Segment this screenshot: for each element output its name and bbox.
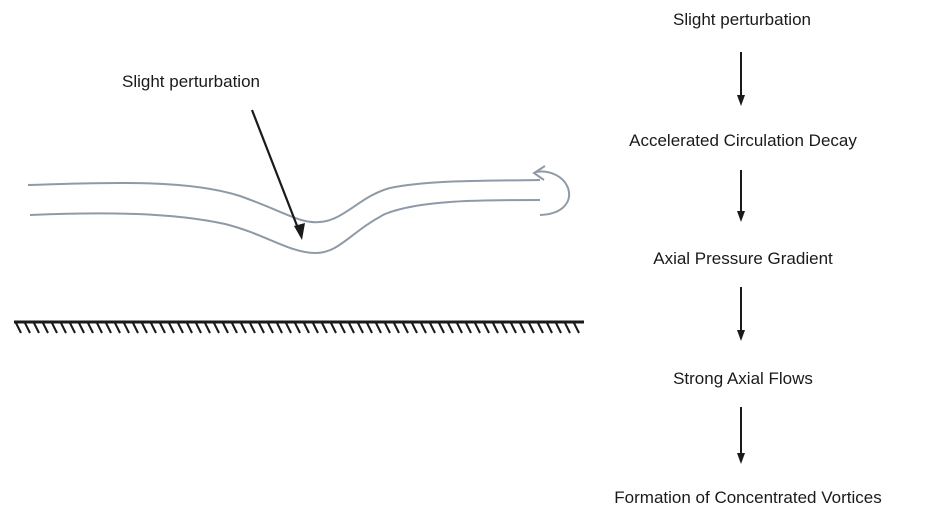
vortex-tube-lower-line — [29, 199, 541, 255]
hatch-mark — [546, 322, 553, 334]
hatch-mark — [357, 322, 364, 334]
hatch-mark — [510, 322, 517, 334]
hatch-mark — [564, 322, 571, 334]
hatch-mark — [474, 322, 481, 334]
hatch-mark — [276, 322, 283, 334]
hatch-mark — [141, 322, 148, 334]
hatch-mark — [24, 322, 31, 334]
hatch-mark — [240, 322, 247, 334]
hatch-mark — [69, 322, 76, 334]
hatch-mark — [420, 322, 427, 334]
hatch-mark — [483, 322, 490, 334]
hatch-mark — [312, 322, 319, 334]
flowchart-step-5: Formation of Concentrated Vortices — [614, 488, 882, 507]
flowchart-arrow-4 — [737, 407, 745, 464]
flowchart-step-1: Slight perturbation — [673, 10, 811, 29]
hatch-mark — [321, 322, 328, 334]
hatch-mark — [330, 322, 337, 334]
hatch-mark — [348, 322, 355, 334]
hatch-mark — [186, 322, 193, 334]
hatch-mark — [456, 322, 463, 334]
hatch-mark — [573, 322, 580, 334]
perturbation-pointer-line — [250, 109, 303, 237]
hatch-mark — [60, 322, 67, 334]
hatch-mark — [258, 322, 265, 334]
hatch-mark — [123, 322, 130, 334]
perturbation-annotation: Slight perturbation — [122, 72, 260, 91]
hatch-mark — [429, 322, 436, 334]
hatch-mark — [114, 322, 121, 334]
hatch-mark — [393, 322, 400, 334]
hatch-mark — [204, 322, 211, 334]
hatch-mark — [465, 322, 472, 334]
flowchart-step-3: Axial Pressure Gradient — [653, 249, 833, 268]
hatch-mark — [249, 322, 256, 334]
flowchart-arrow-1 — [737, 52, 745, 106]
hatch-mark — [96, 322, 103, 334]
hatch-mark — [492, 322, 499, 334]
hatch-mark — [150, 322, 157, 334]
hatch-mark — [231, 322, 238, 334]
hatch-mark — [438, 322, 445, 334]
perturbation-pointer-head — [294, 223, 305, 240]
hatch-mark — [15, 322, 22, 334]
hatch-mark — [402, 322, 409, 334]
hatch-mark — [501, 322, 508, 334]
flowchart-step-2: Accelerated Circulation Decay — [629, 131, 857, 150]
flowchart-arrow-2 — [737, 170, 745, 222]
rotation-arrowhead — [532, 165, 546, 181]
hatch-mark — [132, 322, 139, 334]
hatch-mark — [303, 322, 310, 334]
ground-hatching — [15, 322, 580, 334]
hatch-mark — [213, 322, 220, 334]
hatch-mark — [78, 322, 85, 334]
hatch-mark — [555, 322, 562, 334]
hatch-mark — [105, 322, 112, 334]
hatch-mark — [168, 322, 175, 334]
flowchart-step-4: Strong Axial Flows — [673, 369, 813, 388]
flowchart-arrow-3 — [737, 287, 745, 341]
hatch-mark — [519, 322, 526, 334]
hatch-mark — [285, 322, 292, 334]
hatch-mark — [159, 322, 166, 334]
hatch-mark — [42, 322, 49, 334]
hatch-mark — [33, 322, 40, 334]
hatch-mark — [177, 322, 184, 334]
hatch-mark — [87, 322, 94, 334]
hatch-mark — [294, 322, 301, 334]
hatch-mark — [366, 322, 373, 334]
hatch-mark — [195, 322, 202, 334]
hatch-mark — [411, 322, 418, 334]
hatch-mark — [267, 322, 274, 334]
hatch-mark — [384, 322, 391, 334]
hatch-mark — [375, 322, 382, 334]
hatch-mark — [222, 322, 229, 334]
hatch-mark — [528, 322, 535, 334]
rotation-arrow — [535, 170, 570, 216]
hatch-mark — [537, 322, 544, 334]
hatch-mark — [339, 322, 346, 334]
vortex-tube-upper-line — [27, 179, 541, 224]
hatch-mark — [51, 322, 58, 334]
hatch-mark — [447, 322, 454, 334]
